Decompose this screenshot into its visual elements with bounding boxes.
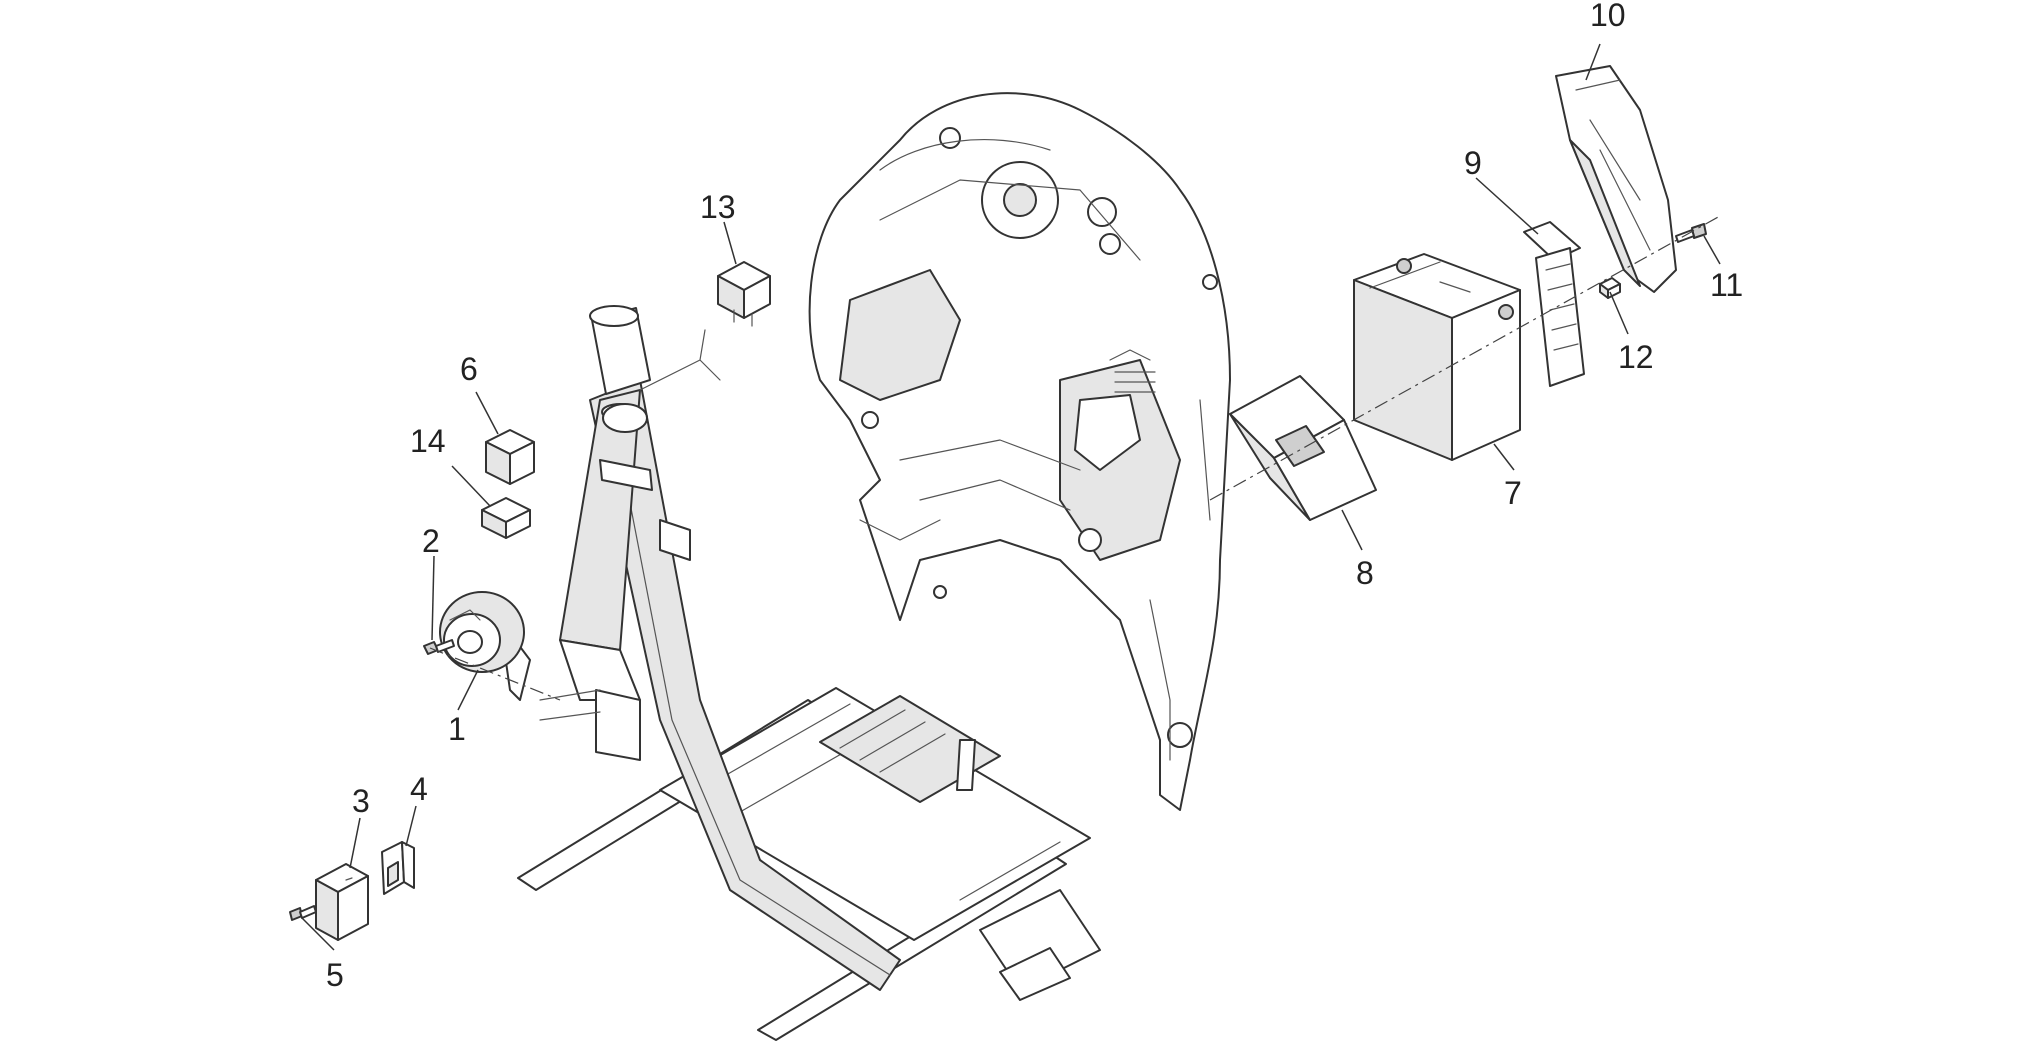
relay-screw [289,905,317,921]
callout-14: 14 [410,423,446,459]
battery-strap [1523,221,1585,387]
cover-screw [1675,223,1707,243]
cover-clip [1599,277,1621,299]
leader-lines [301,43,1721,951]
scooter-frame [517,305,1101,1041]
callout-6: 6 [460,351,478,387]
callout-13: 13 [700,189,736,225]
horn [439,591,531,701]
relay-socket [481,497,531,539]
relay-bracket [381,841,415,895]
relay-module [315,863,369,941]
callout-2: 2 [422,523,440,559]
battery [1353,253,1521,461]
callout-9: 9 [1464,145,1482,181]
callout-10: 10 [1590,0,1626,33]
relay-6 [485,429,535,485]
battery-cover [1555,65,1677,293]
callout-labels: 1 2 3 4 5 6 7 8 9 10 11 12 13 14 [326,0,1743,993]
relay-13 [717,261,771,327]
leg-shield-fairing [808,92,1231,811]
callout-5: 5 [326,957,344,993]
assembly-axes [429,215,1721,701]
callout-8: 8 [1356,555,1374,591]
callout-3: 3 [352,783,370,819]
callout-11: 11 [1710,267,1743,303]
callout-12: 12 [1618,339,1654,375]
callout-4: 4 [410,771,428,807]
callout-7: 7 [1504,475,1522,511]
callout-1: 1 [448,711,466,747]
